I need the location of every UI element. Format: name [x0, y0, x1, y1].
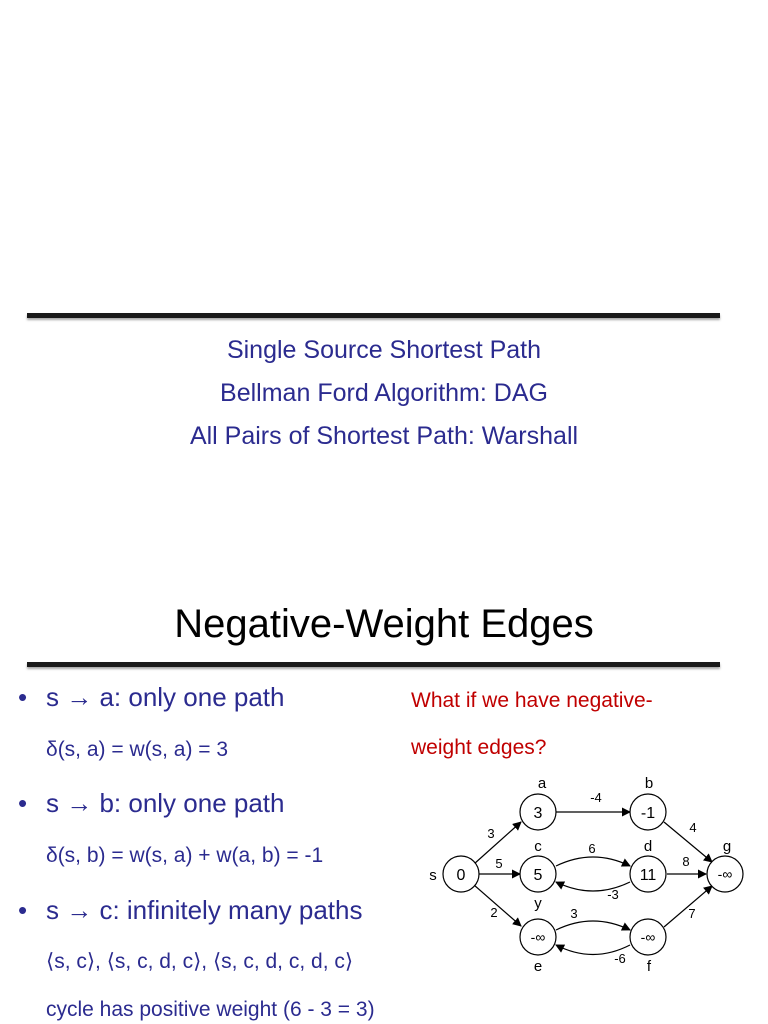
- question-line-2: weight edges?: [411, 736, 547, 759]
- bullet-s-a: • s → a: only one path: [18, 682, 284, 712]
- node-c-value: 5: [534, 867, 543, 884]
- node-d: [629, 855, 667, 893]
- node-e-value: -∞: [531, 929, 546, 945]
- node-d-label: d: [644, 838, 652, 855]
- top-divider: [27, 313, 720, 318]
- question-line-1: What if we have negative-: [411, 689, 653, 712]
- weight-e-f: 3: [570, 906, 577, 921]
- node-b-label: b: [645, 775, 653, 792]
- bullet-s-b: • s → b: only one path: [18, 788, 284, 818]
- node-a-value: 3: [534, 805, 543, 822]
- delta-s-a: δ(s, a) = w(s, a) = 3: [46, 738, 229, 761]
- paths-list: ⟨s, c⟩, ⟨s, c, d, c⟩, ⟨s, c, d, c, d, c⟩: [46, 950, 354, 973]
- top-line-2: Bellman Ford Algorithm: DAG: [220, 379, 548, 407]
- bullet-s-c: • s → c: infinitely many paths: [18, 895, 362, 925]
- node-e-label: e: [534, 958, 542, 975]
- node-b-value: -1: [641, 805, 655, 822]
- title-divider: [27, 662, 720, 667]
- delta-s-b: δ(s, b) = w(s, a) + w(a, b) = -1: [46, 844, 324, 867]
- bullet-marker: •: [18, 788, 28, 818]
- weight-b-g: 4: [689, 820, 696, 835]
- node-c-label: c: [534, 838, 542, 855]
- bullet-text: s → b: only one path: [46, 788, 285, 818]
- edge-d-c: [555, 881, 631, 892]
- top-line-1: Single Source Shortest Path: [226, 336, 542, 364]
- weight-c-d: 6: [588, 841, 595, 856]
- node-s: [442, 855, 480, 893]
- node-a: [519, 793, 557, 831]
- weight-f-e: -6: [614, 951, 626, 966]
- cycle-note: cycle has positive weight (6 - 3 = 3): [46, 998, 375, 1021]
- bullet-marker: •: [18, 895, 28, 925]
- node-e: [519, 918, 557, 956]
- node-b: [629, 793, 667, 831]
- edge-s-e: [473, 884, 522, 927]
- weight-s-e: 2: [490, 905, 497, 920]
- node-f-value: -∞: [641, 929, 656, 945]
- node-g-label: g: [723, 838, 731, 855]
- edge-e-f: [555, 920, 631, 931]
- weight-d-c: -3: [607, 887, 619, 902]
- node-f: [629, 918, 667, 956]
- weight-s-a: 3: [487, 826, 494, 841]
- node-d-value: 11: [640, 867, 657, 884]
- node-c: [519, 855, 557, 893]
- node-s-label: s: [429, 867, 437, 884]
- node-g: [706, 855, 744, 893]
- edge-f-g: [663, 885, 713, 928]
- bullet-text: s → a: only one path: [46, 682, 285, 712]
- weight-s-c: 5: [495, 856, 502, 871]
- bullet-marker: •: [18, 682, 28, 712]
- weight-f-g: 7: [688, 906, 695, 921]
- node-s-value: 0: [457, 867, 466, 884]
- bullet-text: s → c: infinitely many paths: [46, 895, 363, 925]
- edge-b-g: [663, 821, 713, 863]
- edge-f-e: [555, 944, 631, 955]
- edge-s-a: [473, 821, 522, 865]
- node-a-label: a: [538, 775, 547, 792]
- edge-c-d: [555, 856, 631, 867]
- top-line-3: All Pairs of Shortest Path: Warshall: [189, 422, 579, 450]
- node-f-label: f: [647, 958, 652, 975]
- weight-a-b: -4: [590, 790, 602, 805]
- node-y-label: y: [534, 895, 542, 912]
- slide-title: Negative-Weight Edges: [174, 602, 594, 646]
- node-g-value: -∞: [718, 866, 733, 882]
- weight-d-g: 8: [682, 854, 689, 869]
